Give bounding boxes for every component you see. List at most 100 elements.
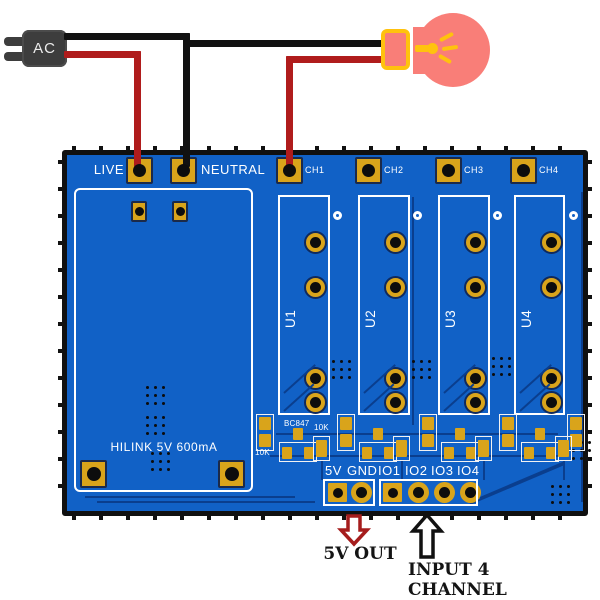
smd-pad [478,440,489,457]
smd-pad [422,434,434,447]
relay-outline [438,195,490,415]
via-dot [428,368,432,372]
relay-label: U2 [363,309,378,328]
wire-black-junction-to-bulb [186,40,384,47]
via-dot [412,368,416,372]
live-label: LIVE [93,162,124,177]
io-pad-io3-hole [438,487,450,498]
via-dot [559,485,563,489]
via-dot [151,452,155,456]
via-dot [567,501,571,505]
relay-pin-hole [469,236,481,248]
smd-pad [570,417,582,430]
via-dot [500,365,504,369]
via-dot [551,485,555,489]
smd-pad [282,447,292,459]
relay-pin-hole [469,396,481,408]
out-annotation: 5V OUT [323,544,397,564]
smd-pad [546,447,556,459]
wire-black-neutral-drop [183,33,190,167]
relay-pin-hole [309,396,321,408]
via-dot [332,376,336,380]
copper-trace [270,455,562,457]
smd-pair-outline [499,414,517,451]
smd-pad [444,447,454,459]
via-dot [588,441,592,445]
hilink-module-outline [74,188,253,492]
ac-plug-body [22,30,67,67]
via-dot [340,368,344,372]
relay-pin-hole [309,372,321,384]
via-dot [159,460,163,464]
resistor-left-label: 10K [255,448,270,457]
via-dot [146,416,150,420]
channel-label: CH4 [539,165,559,175]
io-pin-label: IO3 [431,463,454,478]
via [333,211,342,220]
smd-pad [340,434,352,447]
via-dot [572,457,576,461]
via-dot [508,373,512,377]
via [493,211,502,220]
via-dot [428,376,432,380]
via-dot [167,452,171,456]
relay-outline [278,195,330,415]
via-dot [588,449,592,453]
via-dot [332,368,336,372]
via-dot [500,373,504,377]
smd-pad [340,417,352,430]
pcb-edge-ticks-right [587,160,592,508]
arrow-input-icon [409,513,445,559]
relay-pin-hole [389,396,401,408]
smd-pad [502,417,514,430]
relay-pin-hole [389,236,401,248]
smd-pair-outline [337,414,355,451]
via-dot [428,360,432,364]
copper-trace [483,460,485,480]
relay-outline [358,195,410,415]
power-pin-label: 5V [325,463,342,478]
via-dot [167,460,171,464]
copper-trace [563,460,565,480]
relay-label: U3 [443,309,458,328]
relay-outline [514,195,565,415]
power-header-outline [323,479,375,506]
pcb-edge-ticks-top [72,146,578,151]
via-dot [492,357,496,361]
copper-trace [581,192,583,502]
via-dot [162,402,166,406]
copper-trace [401,460,403,480]
via-dot [508,365,512,369]
smd-pad [316,440,327,457]
relay-pin-hole [389,281,401,293]
via-dot [567,485,571,489]
module-output-pad-hole [87,467,101,481]
via-dot [567,493,571,497]
via-dot [159,452,163,456]
power-pin-label: GND [347,463,378,478]
via-dot [580,457,584,461]
ac-plug-prong-bottom [4,52,30,61]
via-dot [167,468,171,472]
smd-pad [455,428,465,440]
io-pad-io2-hole [412,487,424,498]
relay-pin-hole [309,236,321,248]
relay-pin-hole [545,396,557,408]
smd-pad [422,417,434,430]
channel-pad-ch4-hole [517,164,530,177]
smd-pad [304,447,314,459]
smd-pad [373,428,383,440]
channel-pad-ch4 [510,157,537,184]
bulb-filament-stem [415,45,429,52]
via-dot [340,376,344,380]
via-dot [588,457,592,461]
relay-pin-hole [545,372,557,384]
via [413,211,422,220]
io-pin-label: IO4 [457,463,480,478]
neutral-label: NEUTRAL [201,162,266,177]
module-output-pad-hole [225,467,239,481]
via-dot [420,360,424,364]
via-dot [162,432,166,436]
smd-pad [384,447,394,459]
